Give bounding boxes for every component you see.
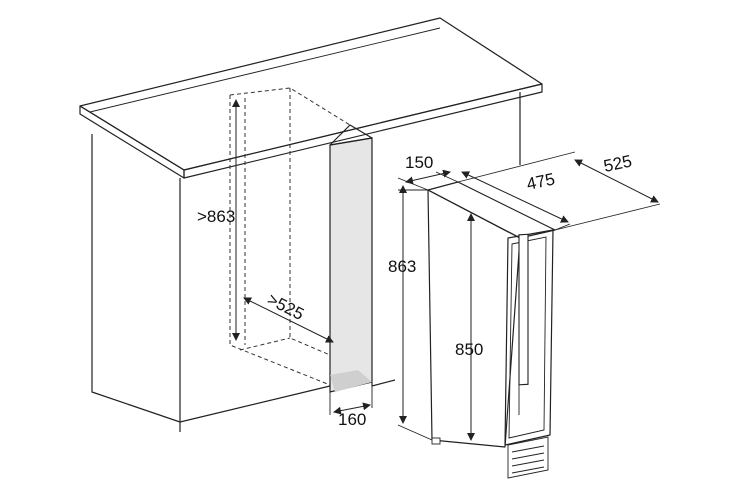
foot — [431, 437, 441, 445]
niche-height-label: >863 — [197, 207, 235, 226]
wine-cooler — [427, 181, 556, 479]
countertop — [79, 17, 543, 179]
base-cabinet — [91, 92, 521, 432]
unit-height-body-label: 850 — [455, 340, 483, 359]
vent-grille — [507, 436, 549, 479]
unit-height-total-label: 863 — [388, 257, 416, 276]
unit-width-dimension: 150 — [397, 153, 459, 191]
unit-depth-dimension: 475 — [461, 169, 571, 231]
niche-height-dimension: >863 — [197, 99, 240, 341]
unit-height-body-dimension: 850 — [455, 213, 483, 441]
niche-width-label: 160 — [338, 410, 366, 429]
niche-depth-dimension: >525 — [243, 290, 334, 343]
unit-total-depth-label: 525 — [602, 151, 634, 175]
niche-width-dimension: 160 — [329, 386, 373, 429]
door-handle — [518, 233, 529, 386]
unit-width-label: 150 — [405, 153, 433, 172]
unit-depth-label: 475 — [525, 169, 557, 193]
unit-height-total-dimension: 863 — [388, 185, 433, 441]
side-panel — [329, 124, 373, 393]
